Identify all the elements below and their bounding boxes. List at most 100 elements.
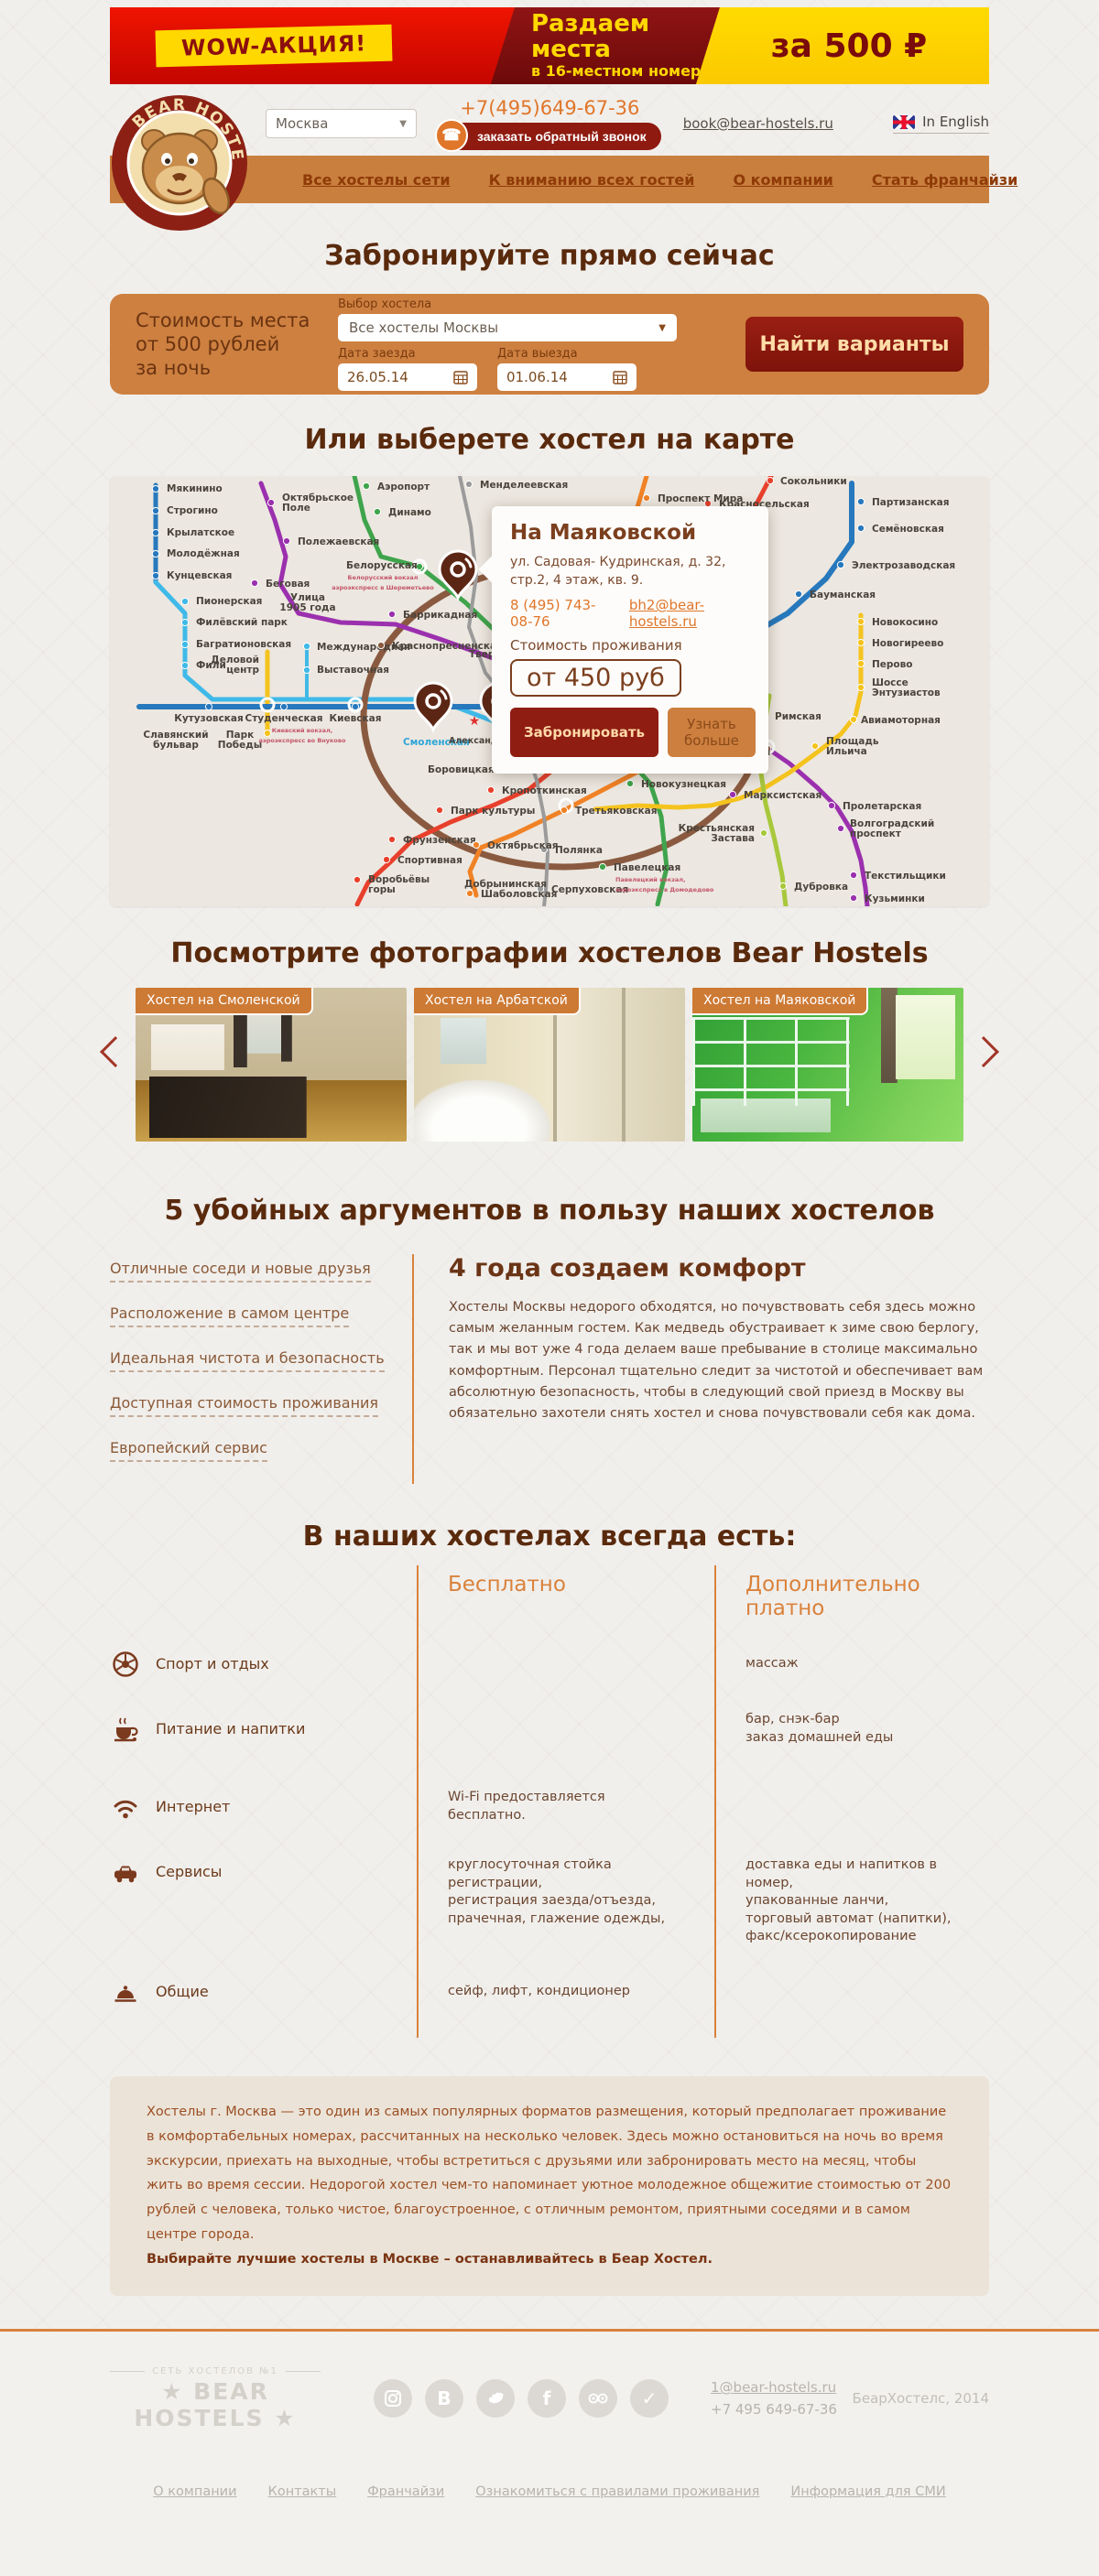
svg-text:Динамо: Динамо xyxy=(388,507,431,518)
svg-text:Фрунзенская: Фрунзенская xyxy=(403,835,476,846)
uk-flag-icon xyxy=(893,114,916,129)
free-sport xyxy=(417,1635,714,1694)
arg-link-price[interactable]: Доступная стоимость проживания xyxy=(110,1394,379,1417)
checkin-label: Дата заезда xyxy=(338,347,416,361)
paid-sport: массаж xyxy=(714,1635,989,1694)
footer-logo-brand: ★ BEAR HOSTELS ★ xyxy=(134,2377,297,2431)
service-bell-icon xyxy=(114,1986,136,2002)
arg-link-location[interactable]: Расположение в самом центре xyxy=(110,1304,350,1327)
svg-text:Добрынинская: Добрынинская xyxy=(464,879,547,890)
svg-text:Перово: Перово xyxy=(872,659,913,670)
bear-hostels-logo[interactable]: BEAR HOSTELS xyxy=(103,80,249,233)
free-general: сейф, лифт, кондиционер xyxy=(417,1966,714,2038)
popup-book-button[interactable]: Забронировать xyxy=(510,708,659,758)
hostel-photo-mayakovskaya[interactable]: Хостел на Маяковской xyxy=(692,988,963,1142)
svg-text:Полежаевская: Полежаевская xyxy=(298,536,379,547)
svg-text:Новокузнецкая: Новокузнецкая xyxy=(641,779,726,790)
svg-text:Пионерская: Пионерская xyxy=(196,596,262,607)
checkin-field[interactable]: 26.05.14 xyxy=(338,363,477,391)
promo-line2: в 16-местном номере xyxy=(530,61,712,80)
svg-text:Кропоткинская: Кропоткинская xyxy=(502,785,587,796)
footer-phone: +7 495 649-67-36 xyxy=(711,2401,837,2419)
language-switch[interactable]: In English xyxy=(893,114,989,134)
svg-text:Белорусская: Белорусская xyxy=(346,560,418,571)
popup-more-button[interactable]: Узнать больше xyxy=(668,708,756,758)
arg-link-cleanliness[interactable]: Идеальная чистота и безопасность xyxy=(110,1349,385,1372)
hostel-photo-arbatskaya[interactable]: Хостел на Арбатской xyxy=(414,988,685,1142)
photo-label: Хостел на Маяковской xyxy=(692,988,869,1015)
taxi-car-icon xyxy=(114,1866,136,1883)
svg-text:Электрозаводская: Электрозаводская xyxy=(852,560,955,571)
svg-text:Парк культуры: Парк культуры xyxy=(451,806,535,817)
callback-button-label: заказать обратный звонок xyxy=(477,129,647,144)
svg-text:Спортивная: Спортивная xyxy=(397,855,462,866)
chevron-down-icon: ▼ xyxy=(399,118,407,129)
header: BEAR HOSTELS Москва ▼ +7(495)649-67-36 xyxy=(103,80,1017,231)
promo-banner[interactable]: WOW-АКЦИЯ! Раздаем места в 16-местном но… xyxy=(110,7,989,84)
nav-franchise[interactable]: Стать франчайзи xyxy=(871,170,1018,189)
hostel-photo-smolenskaya[interactable]: Хостел на Смоленской xyxy=(136,988,407,1142)
carousel-prev-arrow-icon[interactable] xyxy=(100,1036,131,1067)
paid-food: бар, снэк-бар заказ домашней еды xyxy=(714,1694,989,1765)
promo-line1: Раздаем места xyxy=(530,10,650,63)
find-options-button[interactable]: Найти варианты xyxy=(745,317,963,372)
svg-text:Авиамоторная: Авиамоторная xyxy=(861,715,941,726)
svg-text:★: ★ xyxy=(469,714,481,729)
arg-link-neighbors[interactable]: Отличные соседи и новые друзья xyxy=(110,1260,371,1283)
hostel-select[interactable]: Все хостелы Москвы ▼ xyxy=(338,314,677,341)
instagram-icon[interactable] xyxy=(374,2379,412,2419)
svg-text:Новокосино: Новокосино xyxy=(872,617,938,628)
svg-text:Новогиреево: Новогиреево xyxy=(872,638,943,649)
city-select[interactable]: Москва ▼ xyxy=(266,109,417,138)
footer-link-media[interactable]: Информация для СМИ xyxy=(790,2484,946,2499)
chevron-down-icon: ▼ xyxy=(658,322,666,333)
callback-button[interactable]: ☎ заказать обратный звонок xyxy=(435,119,661,152)
nav-guests-attention[interactable]: К вниманию всех гостей xyxy=(488,170,695,189)
footer-link-about[interactable]: О компании xyxy=(153,2484,237,2499)
svg-text:Крылатское: Крылатское xyxy=(167,527,234,538)
svg-text:Киевская: Киевская xyxy=(330,713,382,724)
footer-social: B f ✓ xyxy=(374,2379,669,2419)
svg-text:Менделеевская: Менделеевская xyxy=(480,480,568,491)
amenities-col-category xyxy=(110,1565,417,1635)
arg-link-service[interactable]: Европейский сервис xyxy=(110,1439,267,1462)
vk-icon[interactable]: B xyxy=(425,2379,463,2419)
footer-email-link[interactable]: 1@bear-hostels.ru xyxy=(711,2379,837,2397)
header-email-link[interactable]: book@bear-hostels.ru xyxy=(682,115,833,132)
carousel-next-arrow-icon[interactable] xyxy=(968,1036,999,1067)
foursquare-icon[interactable]: ✓ xyxy=(630,2379,669,2419)
hostel-popup-email-link[interactable]: bh2@bear-hostels.ru xyxy=(628,597,705,631)
promo-banner-right: за 500 ₽ xyxy=(695,7,989,84)
checkin-value: 26.05.14 xyxy=(347,369,408,385)
footer-link-franchise[interactable]: Франчайзи xyxy=(367,2484,445,2499)
svg-text:Полянка: Полянка xyxy=(555,845,603,856)
nav-about-company[interactable]: О компании xyxy=(733,170,833,189)
calendar-icon[interactable] xyxy=(613,370,627,384)
svg-text:Кутузовская: Кутузовская xyxy=(174,713,244,724)
amenities-col-paid: Дополнительно платно xyxy=(714,1565,989,1635)
tripadvisor-icon[interactable] xyxy=(579,2379,617,2419)
footer-logo-tagline: СЕТЬ ХОСТЕЛОВ №1 xyxy=(110,2366,321,2376)
photo-label: Хостел на Смоленской xyxy=(136,988,313,1015)
footer-link-contacts[interactable]: Контакты xyxy=(267,2484,337,2499)
calendar-icon[interactable] xyxy=(453,370,468,384)
footer-link-rules[interactable]: Ознакомиться с правилами проживания xyxy=(475,2484,760,2499)
facebook-icon[interactable]: f xyxy=(528,2379,566,2419)
svg-text:Марксистская: Марксистская xyxy=(744,790,822,801)
checkout-field[interactable]: 01.06.14 xyxy=(497,363,637,391)
wow-badge: WOW-АКЦИЯ! xyxy=(155,24,393,68)
svg-text:Сокольники: Сокольники xyxy=(780,476,847,487)
category-services: Сервисы xyxy=(110,1856,222,1888)
hostel-popup-phone: 8 (495) 743-08-76 xyxy=(510,597,596,631)
nav-all-hostels[interactable]: Все хостелы сети xyxy=(302,170,451,189)
svg-text:Римская: Римская xyxy=(775,711,822,722)
checkout-value: 01.06.14 xyxy=(506,369,568,385)
svg-text:Краснопресненская: Краснопресненская xyxy=(392,641,503,652)
twitter-icon[interactable] xyxy=(476,2379,515,2419)
